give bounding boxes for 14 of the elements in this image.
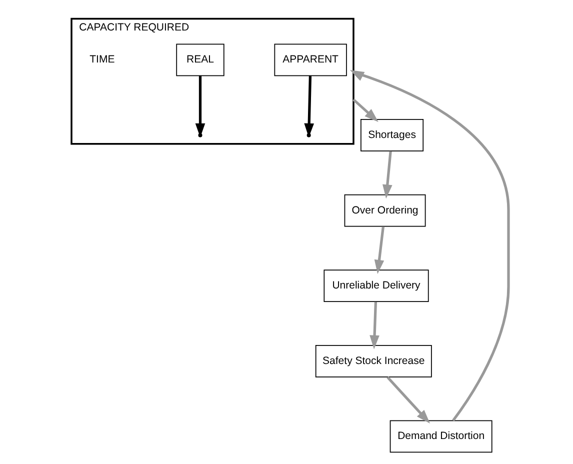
- node-box: Unreliable Delivery: [324, 270, 429, 302]
- node-box: Demand Distortion: [390, 420, 492, 453]
- label: TIME: [90, 54, 115, 66]
- arrow: [370, 302, 380, 350]
- node-box: APPARENT: [274, 44, 347, 76]
- arrow: [382, 151, 392, 199]
- arrow: [350, 70, 510, 422]
- node-box: REAL: [176, 44, 224, 76]
- arrow: [386, 376, 430, 424]
- arrow: [374, 226, 384, 274]
- node-box: Shortages: [360, 119, 424, 152]
- node-box: Over Ordering: [344, 194, 426, 227]
- node-box: Safety Stock Increase: [315, 344, 432, 378]
- arrow: [352, 98, 378, 122]
